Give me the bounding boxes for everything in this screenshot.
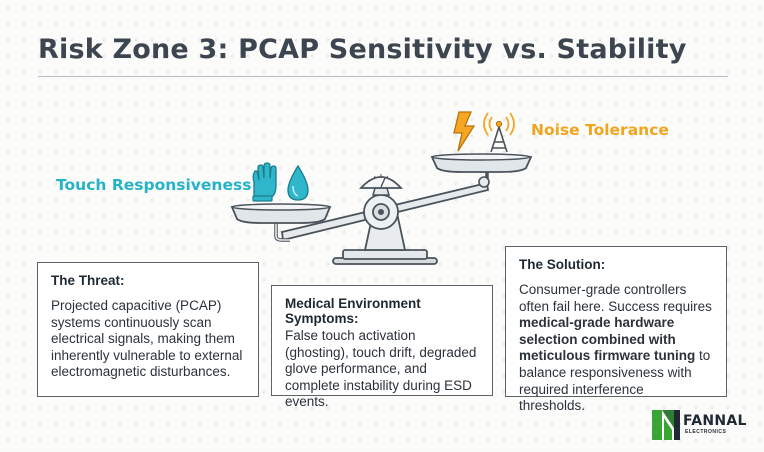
solution-card: The Solution: Consumer-grade controllers…	[505, 246, 727, 413]
glove-icon	[252, 162, 277, 202]
scale-hub	[363, 187, 399, 230]
solution-heading: The Solution:	[519, 257, 606, 272]
title-divider	[38, 76, 728, 77]
page-title: Risk Zone 3: PCAP Sensitivity vs. Stabil…	[38, 34, 687, 65]
antenna-icon	[483, 112, 515, 153]
water-drop-icon	[287, 164, 309, 201]
logo-subtitle: ELECTRONICS	[685, 429, 727, 435]
solution-body-end: to balance responsiveness with required …	[519, 348, 711, 414]
noise-tolerance-label: Noise Tolerance	[531, 121, 669, 139]
threat-body: Projected capacitive (PCAP) systems cont…	[51, 298, 243, 380]
solution-body-emphasis: medical-grade hardware selection combine…	[519, 315, 696, 364]
symptoms-card: Medical Environment Symptoms: False touc…	[271, 285, 493, 409]
threat-heading: The Threat:	[51, 273, 125, 288]
solution-body: Consumer-grade controllers often fail he…	[519, 282, 713, 415]
right-pan	[430, 153, 533, 188]
gauge-icon	[358, 174, 404, 189]
symptoms-body: False touch activation (ghosting), touch…	[285, 328, 477, 410]
lightning-icon	[453, 111, 476, 152]
touch-responsiveness-label: Touch Responsiveness	[56, 176, 252, 194]
solution-body-start: Consumer-grade controllers often fail he…	[519, 282, 712, 314]
symptoms-heading: Medical Environment Symptoms:	[285, 296, 421, 326]
threat-card: The Threat: Projected capacitive (PCAP) …	[37, 262, 259, 397]
left-pan	[230, 203, 332, 242]
logo-name: FANNAL	[683, 413, 747, 429]
fannal-logo-icon	[652, 410, 680, 440]
